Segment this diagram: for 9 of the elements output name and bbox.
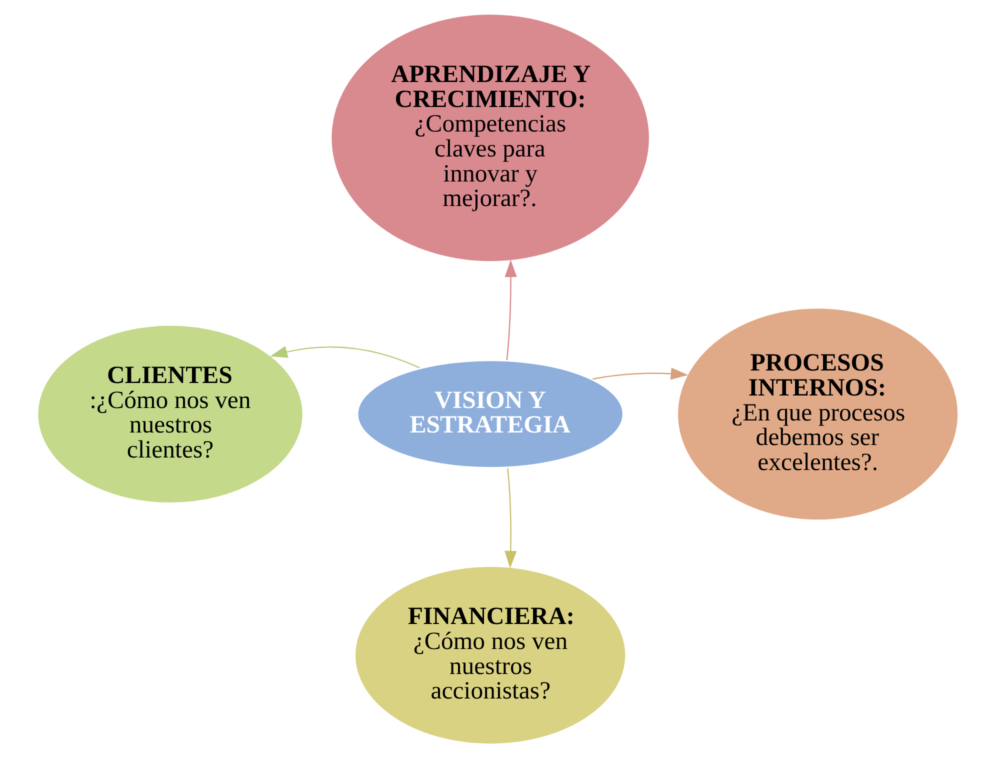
node-ellipse: CLIENTES :¿Cómo nos ven nuestros clientes? — [35, 323, 304, 505]
arrow — [592, 368, 688, 380]
arrow — [504, 260, 516, 360]
arrow — [270, 346, 420, 368]
arrow — [504, 468, 516, 568]
node-ellipse: VISION Y ESTRATEGIA — [355, 358, 624, 470]
node-ellipse: APRENDIZAJE Y CRECIMIENTO: ¿Competencias claves para innovar y mejorar?. — [328, 12, 651, 264]
node-ellipse: FINANCIERA: ¿Cómo nos ven nuestros accionistas? — [352, 564, 628, 746]
node-ellipse: PROCESOS INTERNOS: ¿En que procesos debemos ser excelentes?. — [675, 306, 960, 522]
